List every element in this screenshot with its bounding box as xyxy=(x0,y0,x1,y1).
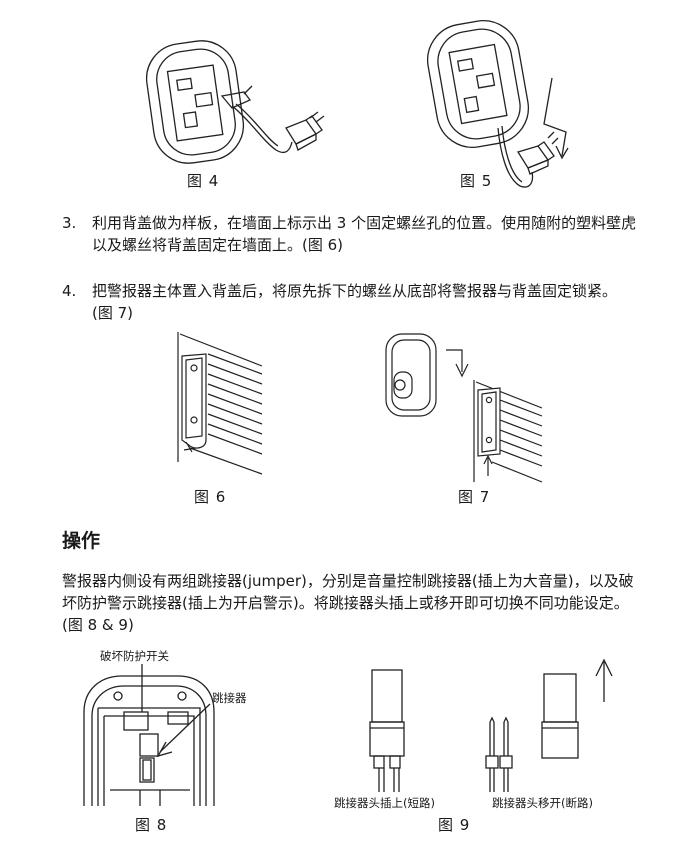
operation-paragraph: 警报器内侧设有两组跳接器(jumper)，分别是音量控制跳接器(插上为大音量)，… xyxy=(62,572,634,634)
jumper-plugged-label: 跳接器头插上(短路) xyxy=(334,796,435,810)
figure-8-caption: 图 8 xyxy=(135,816,168,834)
step-3-number: 3. xyxy=(62,214,77,232)
tamper-switch-label: 破坏防护开关 xyxy=(100,649,169,663)
jumper-removed-label: 跳接器头移开(断路) xyxy=(492,796,593,810)
jumper-label: 跳接器 xyxy=(212,691,247,705)
step-4-number: 4. xyxy=(62,282,77,300)
section-heading-operation: 操作 xyxy=(62,530,101,552)
step-3-text: 利用背盖做为样板，在墙面上标示出 3 个固定螺丝孔的位置。使用随附的塑料壁虎以及… xyxy=(92,214,637,254)
step-4-text: 把警报器主体置入背盖后，将原先拆下的螺丝从底部将警报器与背盖固定锁紧。(图 7) xyxy=(92,282,618,322)
figure-7-caption: 图 7 xyxy=(458,488,491,506)
figure-9-caption: 图 9 xyxy=(438,816,471,834)
figure-6-caption: 图 6 xyxy=(194,488,227,506)
figure-4-caption: 图 4 xyxy=(187,172,220,190)
figure-5-caption: 图 5 xyxy=(460,172,493,190)
